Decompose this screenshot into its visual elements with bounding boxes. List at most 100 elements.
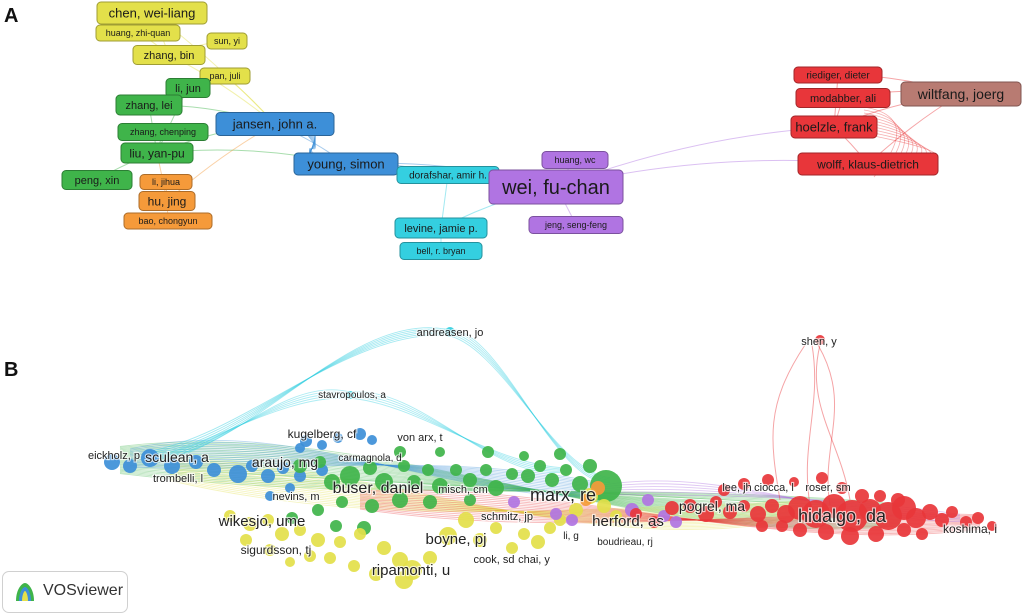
- network-node[interactable]: [392, 492, 408, 508]
- network-node[interactable]: [407, 475, 421, 489]
- author-label-schmitz-jp[interactable]: schmitz, jp: [480, 510, 534, 524]
- network-node[interactable]: [891, 493, 905, 507]
- network-node[interactable]: [294, 470, 306, 482]
- author-label-herford-as[interactable]: herford, as: [591, 512, 665, 531]
- network-node[interactable]: [369, 567, 383, 581]
- network-node[interactable]: [946, 506, 958, 518]
- network-node[interactable]: [723, 505, 737, 519]
- author-label-stavropoulos-a[interactable]: stavropoulos, a: [317, 389, 387, 402]
- author-label-li-g[interactable]: li, g: [562, 530, 580, 543]
- author-label-buser-daniel[interactable]: buser, daniel: [332, 479, 425, 498]
- network-node[interactable]: [463, 473, 477, 487]
- network-node[interactable]: [482, 446, 494, 458]
- network-node[interactable]: [836, 482, 848, 494]
- network-node[interactable]: [317, 440, 327, 450]
- network-node[interactable]: [580, 494, 592, 506]
- network-node[interactable]: [435, 447, 445, 457]
- network-node[interactable]: [340, 466, 360, 486]
- network-node[interactable]: [776, 520, 788, 532]
- author-label-eickholz-p[interactable]: eickholz, p: [87, 449, 141, 463]
- network-node[interactable]: [550, 508, 562, 520]
- network-node[interactable]: [354, 528, 366, 540]
- author-label-sculean-a[interactable]: sculean, a: [144, 448, 210, 466]
- author-pill-huang-zhi-quan[interactable]: huang, zhi-quan: [95, 24, 181, 42]
- network-node[interactable]: [818, 524, 834, 540]
- network-node[interactable]: [972, 512, 984, 524]
- network-node[interactable]: [789, 477, 799, 487]
- author-pill-jeng-seng-feng[interactable]: jeng, seng-feng: [528, 216, 624, 234]
- network-node[interactable]: [480, 464, 492, 476]
- author-pill-zhang-lei[interactable]: zhang, lei: [115, 94, 183, 116]
- network-node[interactable]: [265, 491, 275, 501]
- network-node[interactable]: [293, 459, 307, 473]
- network-node[interactable]: [591, 481, 605, 495]
- network-node[interactable]: [324, 474, 340, 490]
- network-node[interactable]: [394, 446, 406, 458]
- author-label-pogrel-ma[interactable]: pogrel, ma: [678, 497, 747, 515]
- network-node[interactable]: [874, 490, 886, 502]
- author-label-kugelberg-cf[interactable]: kugelberg, cf: [287, 426, 359, 442]
- network-node[interactable]: [395, 571, 413, 589]
- network-node[interactable]: [490, 522, 502, 534]
- network-node[interactable]: [960, 516, 972, 528]
- network-node[interactable]: [488, 480, 504, 496]
- author-label-carmagnola-d[interactable]: carmagnola, d: [337, 452, 403, 465]
- network-node[interactable]: [922, 504, 938, 520]
- author-pill-chen-wei-liang[interactable]: chen, wei-liang: [96, 1, 208, 25]
- network-node[interactable]: [987, 521, 997, 531]
- network-node[interactable]: [123, 459, 137, 473]
- author-label-chai-y[interactable]: chai, y: [517, 553, 551, 567]
- network-node[interactable]: [300, 435, 312, 447]
- author-pill-dorafshar-amir-h[interactable]: dorafshar, amir h.: [396, 166, 500, 184]
- network-node[interactable]: [304, 550, 316, 562]
- network-node[interactable]: [164, 458, 180, 474]
- author-label-nevins-m[interactable]: nevins, m: [271, 490, 320, 504]
- network-node[interactable]: [346, 391, 354, 399]
- network-node[interactable]: [762, 474, 774, 486]
- network-node[interactable]: [738, 478, 750, 490]
- author-pill-wolff-klaus-dietrich[interactable]: wolff, klaus-dietrich: [797, 152, 939, 176]
- network-node[interactable]: [506, 542, 518, 554]
- network-node[interactable]: [224, 510, 236, 522]
- network-node[interactable]: [141, 449, 159, 467]
- network-node[interactable]: [750, 506, 766, 522]
- network-node[interactable]: [377, 541, 391, 555]
- network-node[interactable]: [793, 523, 807, 537]
- author-pill-modabber-ali[interactable]: modabber, ali: [795, 88, 891, 108]
- network-node[interactable]: [286, 512, 298, 524]
- author-label-koshima-i[interactable]: koshima, i: [942, 521, 998, 537]
- author-pill-sun-yi[interactable]: sun, yi: [206, 32, 248, 50]
- network-node[interactable]: [473, 533, 487, 547]
- network-node[interactable]: [816, 472, 828, 484]
- network-node[interactable]: [246, 460, 258, 472]
- network-node[interactable]: [285, 483, 295, 493]
- network-node[interactable]: [566, 514, 578, 526]
- author-pill-wiltfang-joerg[interactable]: wiltfang, joerg: [900, 81, 1022, 107]
- network-node[interactable]: [534, 460, 546, 472]
- author-pill-peng-xin[interactable]: peng, xin: [61, 170, 133, 190]
- author-pill-hoelzle-frank[interactable]: hoelzle, frank: [790, 115, 878, 139]
- network-node[interactable]: [365, 499, 379, 513]
- network-node[interactable]: [450, 464, 462, 476]
- network-node[interactable]: [642, 494, 654, 506]
- network-node[interactable]: [897, 523, 911, 537]
- network-node[interactable]: [670, 516, 682, 528]
- network-node[interactable]: [439, 527, 457, 545]
- network-node[interactable]: [314, 456, 326, 468]
- author-label-boudrieau-rj[interactable]: boudrieau, rj: [596, 536, 654, 549]
- network-node[interactable]: [765, 499, 779, 513]
- network-node[interactable]: [262, 514, 274, 526]
- network-node[interactable]: [658, 510, 670, 522]
- network-node[interactable]: [583, 459, 597, 473]
- network-node[interactable]: [336, 496, 348, 508]
- author-pill-huang-wc[interactable]: huang, wc: [541, 151, 609, 169]
- author-label-araujo-mg[interactable]: araujo, mg: [251, 453, 319, 471]
- author-label-boyne-pj[interactable]: boyne, pj: [424, 530, 487, 549]
- author-pill-bao-chongyun[interactable]: bao, chongyun: [123, 212, 213, 230]
- network-node[interactable]: [432, 478, 448, 494]
- author-label-andreasen-jo[interactable]: andreasen, jo: [416, 326, 485, 340]
- author-label-von-arx-t[interactable]: von arx, t: [396, 431, 443, 445]
- network-node[interactable]: [285, 557, 295, 567]
- network-node[interactable]: [423, 551, 437, 565]
- network-node[interactable]: [275, 527, 289, 541]
